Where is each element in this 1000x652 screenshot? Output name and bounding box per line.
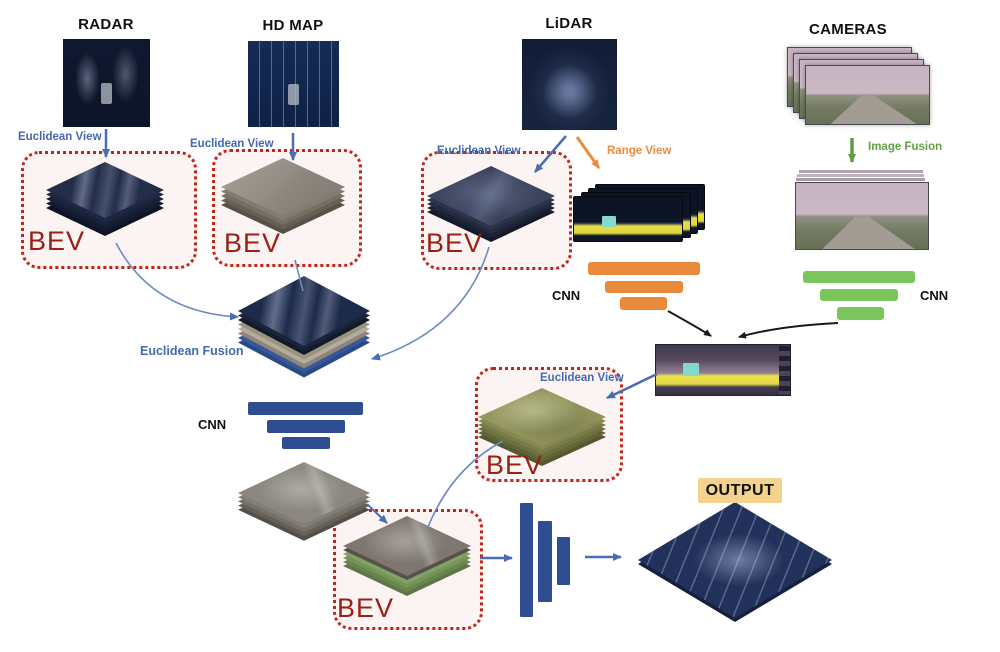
euclidean-view-label-fused: Euclidean View	[540, 372, 624, 384]
hdmap-bev-label: BEV	[224, 228, 282, 258]
fused-range-detection	[682, 363, 699, 376]
cnn-label-range: CNN	[552, 288, 581, 303]
range-view-front-image	[573, 196, 683, 242]
camera-front-image	[805, 65, 930, 125]
cnn-bar	[803, 271, 915, 283]
radar-bev-label: BEV	[28, 226, 86, 256]
cnn-bar	[248, 402, 363, 415]
fused-camera-image	[795, 170, 929, 250]
range-view-stack	[573, 184, 705, 242]
euclidean-view-label-lidar: Euclidean View	[437, 145, 521, 157]
radar-title: RADAR	[78, 16, 134, 33]
lidar-bev-label: BEV	[426, 228, 484, 258]
cnn-bar	[620, 297, 667, 310]
camera-image-stack	[787, 47, 937, 129]
euclidean-view-label-hdmap: Euclidean View	[190, 138, 274, 150]
cnn-bar	[820, 289, 898, 301]
image-fusion-label: Image Fusion	[868, 141, 943, 153]
arrow-lidar-to-rangeview	[575, 136, 601, 169]
euclidean-feature-stack	[238, 462, 370, 544]
head-bar	[520, 503, 533, 617]
radar-ego-vehicle	[101, 83, 112, 105]
cnn-label-camera: CNN	[920, 288, 949, 303]
arrow-rangecnn-to-fused	[667, 310, 712, 337]
output-badge: OUTPUT	[698, 478, 782, 503]
euclidean-fusion-label: Euclidean Fusion	[140, 344, 244, 358]
lidar-title: LiDAR	[545, 15, 593, 32]
cnn-label-euclidean: CNN	[198, 417, 227, 432]
final-bev-stack	[343, 516, 471, 598]
hdmap-bev-stack	[221, 158, 345, 238]
range-view-detection	[602, 216, 617, 228]
range-view-label: Range View	[607, 145, 672, 157]
arrow-camcnn-to-fused	[738, 322, 839, 339]
head-bar	[557, 537, 570, 585]
cnn-bar	[588, 262, 700, 275]
camera-bev-label: BEV	[486, 450, 544, 480]
head-bar	[538, 521, 552, 602]
cameras-title: CAMERAS	[809, 21, 887, 38]
euclidean-fusion-stack	[238, 276, 370, 380]
hdmap-input-image	[248, 41, 339, 127]
cnn-bar	[282, 437, 330, 449]
hdmap-ego-vehicle	[288, 84, 299, 105]
radar-input-image	[63, 39, 150, 127]
cnn-bar	[837, 307, 884, 320]
camera-bev-stack	[478, 388, 606, 468]
cnn-bar	[267, 420, 345, 433]
radar-bev-stack	[46, 162, 164, 240]
final-bev-label: BEV	[337, 593, 395, 623]
lidar-bev-stack	[427, 166, 555, 246]
cnn-bar	[605, 281, 683, 293]
hdmap-title: HD MAP	[262, 17, 324, 34]
fused-range-view-image	[655, 344, 791, 396]
euclidean-view-label-radar: Euclidean View	[18, 131, 102, 143]
lidar-input-image	[522, 39, 617, 130]
output-bev-image	[638, 502, 832, 622]
